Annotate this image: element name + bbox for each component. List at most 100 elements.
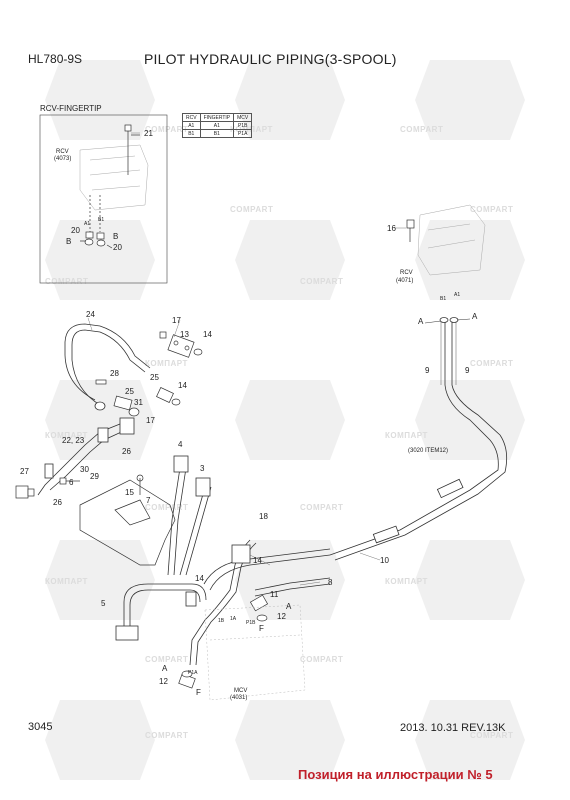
position-note: Позиция на иллюстрации № 5 <box>298 767 493 782</box>
watermark-text: COMPART <box>145 731 188 740</box>
callout-9: 9 <box>465 366 470 375</box>
callout-28: 28 <box>110 369 119 378</box>
callout-f: F <box>259 624 264 633</box>
rcv-code: (4073) <box>54 156 72 162</box>
table-header-row: RCV FINGERTIP MCV <box>182 113 253 122</box>
watermark-text: COMPART <box>300 503 343 512</box>
callout-a: A <box>472 312 478 321</box>
mcv-label: MCV <box>234 688 248 694</box>
pipe-8 <box>189 539 331 666</box>
table-cell: P1A <box>233 129 253 138</box>
fitting-25-31 <box>95 379 181 417</box>
plate-7 <box>79 474 176 566</box>
callout-12: 12 <box>277 612 286 621</box>
callout-29: 29 <box>90 472 99 481</box>
rcv-fingertip-body <box>79 144 149 211</box>
watermark-text: COMPART <box>470 731 513 740</box>
callout-11: 11 <box>270 590 279 599</box>
watermark-text: COMPART <box>300 277 343 286</box>
watermark-text: COMPART <box>145 503 188 512</box>
callout-12: 12 <box>159 677 168 686</box>
port-p1b: P1B <box>246 620 256 626</box>
watermark-logo <box>45 540 155 620</box>
table-cell: B1 <box>199 129 235 138</box>
callout-14: 14 <box>178 381 187 390</box>
mcv-code: (4031) <box>230 695 248 701</box>
page-title: PILOT HYDRAULIC PIPING(3-SPOOL) <box>144 51 397 67</box>
hose-9 <box>329 317 508 561</box>
callout-9: 9 <box>425 366 430 375</box>
table-row: A1 A1 P1B <box>182 121 253 130</box>
item-note: (3020 ITEM12) <box>408 448 449 454</box>
rcv-table: RCV FINGERTIP MCV A1 A1 P1B B1 B1 P1A <box>182 113 253 138</box>
callout-24: 24 <box>86 310 95 319</box>
leader-line <box>424 320 442 324</box>
callout-17: 17 <box>146 416 155 425</box>
rcv-right-label: RCV <box>400 270 413 276</box>
watermark-text: COMPART <box>45 277 88 286</box>
rcv-right-code: (4071) <box>396 278 414 284</box>
fitting-13-17 <box>159 331 203 358</box>
callout-27: 27 <box>20 467 29 476</box>
table-header: FINGERTIP <box>199 113 235 122</box>
callout-a: A <box>162 664 168 673</box>
callout-20: 20 <box>113 243 122 252</box>
callout-f: F <box>196 688 201 697</box>
port-1a: 1A <box>230 616 237 622</box>
watermark-logo <box>415 700 525 780</box>
callout-22-23: 22, 23 <box>62 436 85 445</box>
watermark-text: COMPART <box>145 655 188 664</box>
inset-label: RCV-FINGERTIP <box>40 104 102 113</box>
pipe-5 <box>115 583 207 641</box>
table-header: RCV <box>182 113 201 122</box>
callout-14: 14 <box>195 574 204 583</box>
pipe-24 <box>64 323 151 411</box>
callout-8: 8 <box>328 578 333 587</box>
table-cell: A1 <box>199 121 235 130</box>
watermark-logo <box>415 220 525 300</box>
watermark-logo <box>235 700 345 780</box>
watermark-logo <box>415 540 525 620</box>
callout-a1: A1 <box>84 221 91 227</box>
watermark-text: COMPART <box>300 655 343 664</box>
callout-6: 6 <box>69 478 74 487</box>
watermark-logo <box>415 60 525 140</box>
callout-14: 14 <box>253 556 262 565</box>
watermark-logo <box>45 60 155 140</box>
callout-7: 7 <box>146 496 151 505</box>
watermark-logo <box>45 380 155 460</box>
fittings-20 <box>80 195 113 249</box>
callout-a: A <box>418 317 424 326</box>
pipe-22-23 <box>37 417 135 496</box>
callout-31: 31 <box>134 398 143 407</box>
table-cell: P1B <box>233 121 253 130</box>
rcv-right-body <box>417 204 486 276</box>
callout-17: 17 <box>172 316 181 325</box>
watermark-logo <box>235 220 345 300</box>
pipe-3-4 <box>167 455 212 576</box>
watermark-text: COMPART <box>470 205 513 214</box>
callout-13: 13 <box>180 330 189 339</box>
callout-5: 5 <box>101 599 106 608</box>
watermark-text: КОМПАРТ <box>385 577 428 586</box>
watermark-text: COMPART <box>145 125 188 134</box>
callout-20: 20 <box>71 226 80 235</box>
callout-26: 26 <box>53 498 62 507</box>
leader-line <box>456 318 471 321</box>
table-header: MCV <box>233 113 253 122</box>
page-number: 3045 <box>28 721 53 733</box>
port-1b: 1B <box>218 618 225 624</box>
watermark-text: КОМПАРТ <box>385 431 428 440</box>
fitting-27 <box>15 485 35 499</box>
table-cell: A1 <box>182 121 201 130</box>
watermark-text: КОМПАРТ <box>145 359 188 368</box>
callout-10: 10 <box>380 556 389 565</box>
inset-frame <box>39 114 168 284</box>
callout-30: 30 <box>80 465 89 474</box>
port-p1a: P1A <box>188 670 198 676</box>
table-row: B1 B1 P1A <box>182 129 253 138</box>
leader-lines <box>87 132 406 586</box>
model-code: HL780-9S <box>28 52 83 66</box>
watermark-text: COMPART <box>230 205 273 214</box>
